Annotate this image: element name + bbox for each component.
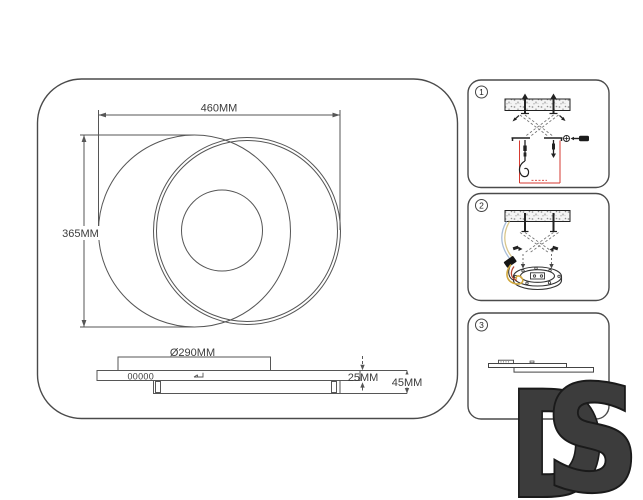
- vent-holes-label: 00000: [128, 372, 155, 382]
- step-2-number: 2: [479, 201, 484, 211]
- clip-left: [155, 381, 161, 393]
- lamp-side-view: [96, 356, 407, 394]
- width-dimension: [98, 110, 341, 230]
- red-guide-lines: [519, 140, 561, 184]
- step-2-panel: 2: [467, 192, 610, 302]
- step-1-number: 1: [479, 87, 484, 97]
- mounted-diffuser: [513, 367, 594, 373]
- step-3-panel: 3: [467, 312, 610, 420]
- ring-holes: [513, 266, 561, 285]
- main-panel-border: [36, 78, 459, 420]
- center-circle: [181, 189, 263, 272]
- total-height-label: 45MM: [392, 377, 423, 389]
- logo-letter-d: D: [509, 361, 605, 500]
- wire-blue: [501, 221, 511, 260]
- ceiling-bar: [504, 210, 571, 222]
- width-dimension-label: 460MM: [201, 103, 238, 115]
- ds-brand-logo: D S: [507, 353, 642, 500]
- vent-dots: [500, 361, 509, 363]
- total-height-label-mask: [389, 374, 425, 388]
- logo-letter-s: S: [545, 355, 640, 500]
- ceiling-bar: [504, 98, 571, 111]
- body-height-label: 25MM: [348, 372, 379, 384]
- step-3-border: [467, 312, 610, 420]
- step-2-illustration: [501, 210, 571, 291]
- step-1-number-badge: [475, 85, 488, 99]
- height-dimension-label: 365MM: [62, 228, 99, 240]
- coiled-wire-red: [510, 266, 518, 282]
- body-height-dimension: [360, 356, 365, 393]
- wire-yellow: [504, 221, 514, 259]
- mounting-bracket: [511, 137, 563, 141]
- step-2-number-badge: [475, 199, 488, 212]
- right-ring-inner-circle: [156, 140, 338, 322]
- right-ring-outer-circle: [153, 137, 341, 325]
- step-3-number-badge: [475, 318, 488, 332]
- main-diagram-panel: 460MM 365MM 00000 Ø290MM: [36, 78, 459, 420]
- plate-terminal-mark: [529, 360, 535, 364]
- screwdriver-icon: [563, 135, 589, 142]
- step-3-illustration: [488, 359, 594, 373]
- wire-connector: [503, 256, 517, 268]
- base-diameter-label: Ø290MM: [170, 347, 215, 359]
- alignment-cross-lines: [519, 232, 559, 253]
- alignment-cross-lines: [519, 114, 559, 137]
- step-1-border: [467, 79, 610, 189]
- terminal-glyph: [193, 372, 204, 378]
- step-1-illustration: [504, 93, 589, 184]
- step-1-panel: 1: [467, 79, 610, 189]
- diffuser-bar: [153, 380, 341, 394]
- height-label-mask: [57, 226, 104, 240]
- clip-right: [331, 381, 337, 393]
- step-3-number: 3: [479, 320, 484, 330]
- hanging-hook: [518, 160, 530, 178]
- coiled-wire-yellow: [506, 263, 524, 285]
